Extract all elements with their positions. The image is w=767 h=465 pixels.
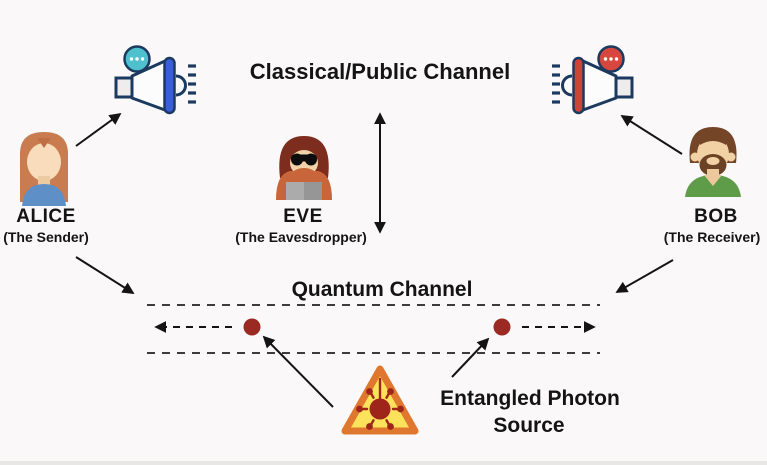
video-frame-bottom-edge	[0, 461, 767, 465]
alice-role-label: (The Sender)	[3, 229, 89, 245]
arrow-receiver-to-quantum-channel	[615, 259, 674, 293]
eve-role-label: (The Eavesdropper)	[235, 229, 367, 245]
alice-megaphone-icon	[114, 45, 196, 115]
arrow-alice-to-megaphone	[75, 112, 122, 147]
classical-channel-label: Classical/Public Channel	[249, 59, 511, 84]
bob-avatar	[685, 127, 741, 197]
bob-name-label: BOB	[694, 206, 738, 227]
arrow-bob-to-megaphone	[620, 115, 683, 155]
entangled-photon-source-label-line2: Source	[493, 414, 565, 437]
eve-avatar	[276, 136, 332, 200]
photon-dot-left	[243, 318, 261, 336]
bob-role-label: (The Receiver)	[663, 229, 761, 245]
megaphone-icon	[114, 56, 196, 115]
alice-name-label: ALICE	[16, 206, 76, 227]
arrow-sender-to-quantum-channel	[75, 256, 135, 294]
eve-name-label: EVE	[283, 206, 323, 227]
megaphone-icon	[552, 56, 634, 115]
entangled-photon-source-label-line1: Entangled Photon	[440, 387, 620, 410]
sunglasses-icon	[291, 153, 317, 166]
arrow-source-to-left-photon	[262, 335, 334, 408]
entangled-photon-source-icon	[341, 365, 419, 435]
alice-avatar	[20, 132, 68, 206]
bob-megaphone-icon	[552, 45, 634, 115]
photon-dot-right	[493, 318, 511, 336]
arrow-source-to-right-photon	[451, 337, 490, 378]
quantum-channel-label: Quantum Channel	[291, 278, 473, 301]
